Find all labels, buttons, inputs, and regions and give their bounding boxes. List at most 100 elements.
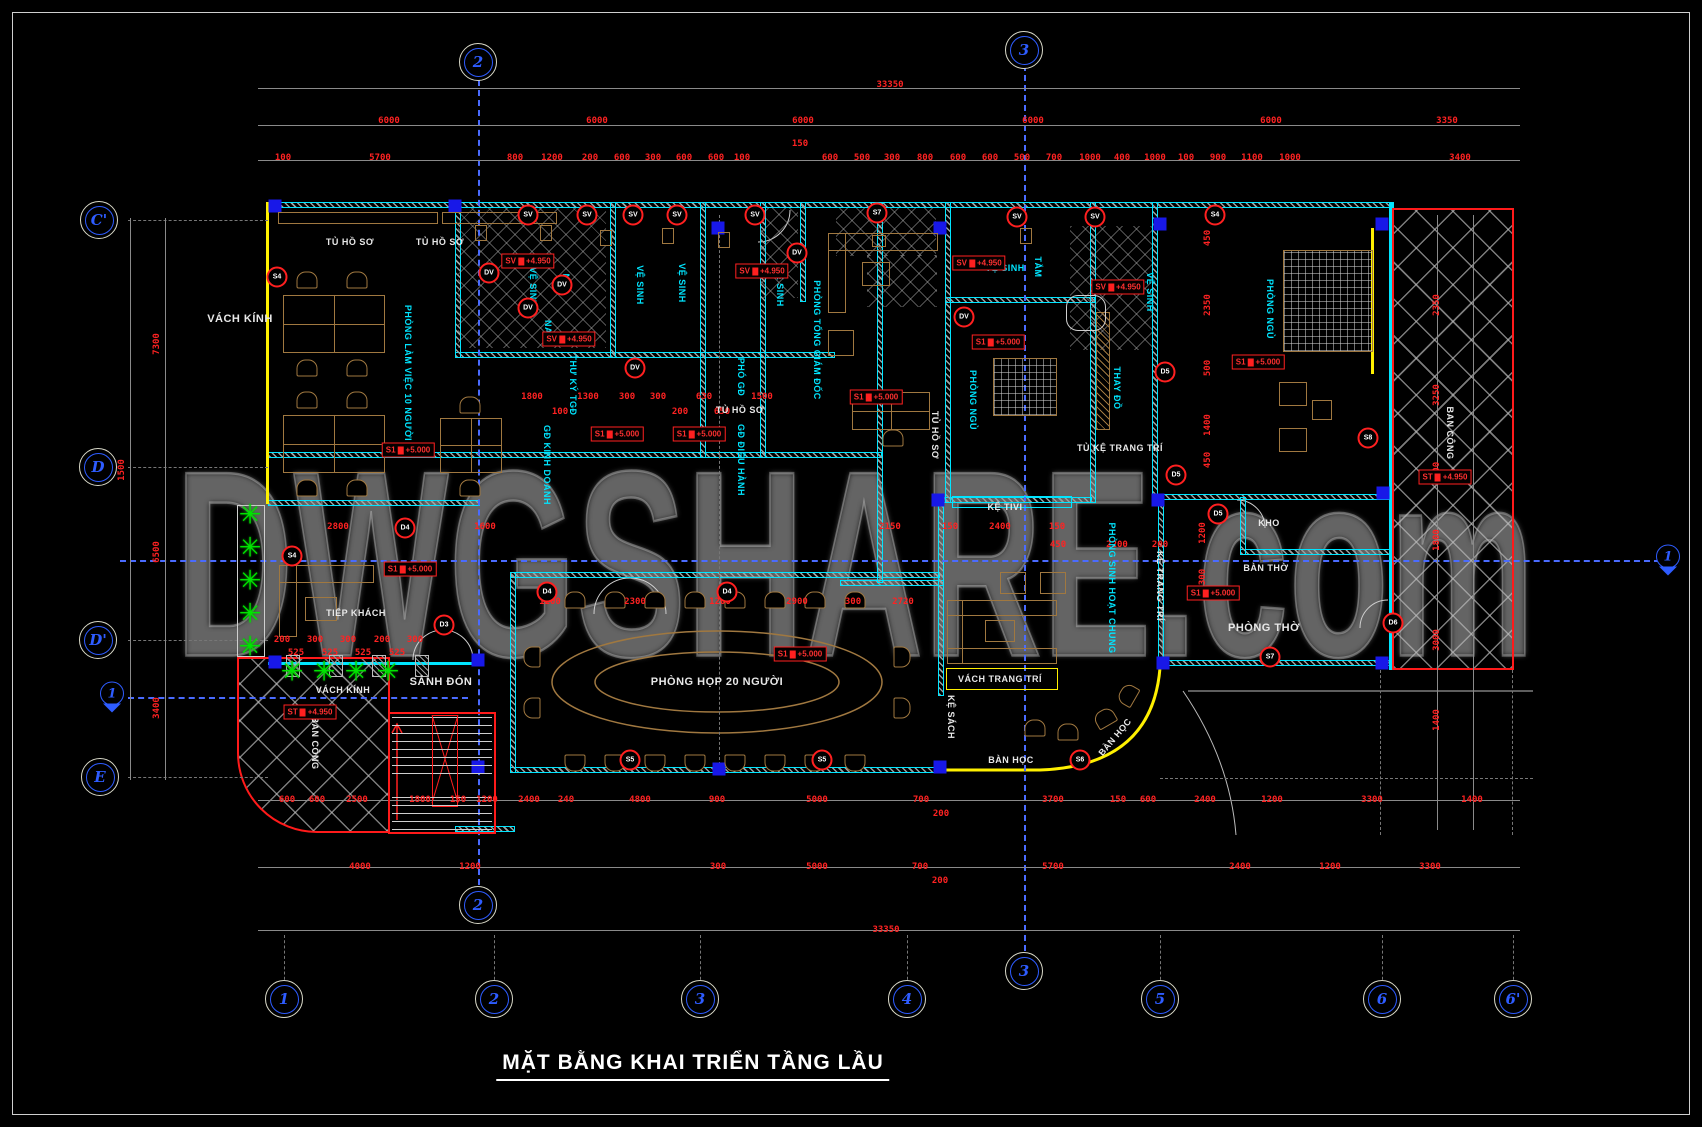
dimension-label: 1600 <box>474 522 496 532</box>
furniture <box>872 235 886 247</box>
dimension-label: 3400 <box>1449 153 1471 163</box>
level-value: +5.000 <box>407 564 433 574</box>
level-flag-icon <box>789 650 796 658</box>
furniture <box>286 655 300 677</box>
dimension-label: 450 <box>1203 229 1213 247</box>
dimension-label: 6000 <box>1022 116 1044 126</box>
dimension-label: 200 <box>273 635 291 645</box>
dimension-label: 3250 <box>1432 384 1442 406</box>
column-marker <box>931 493 945 507</box>
level-marker: SV+4.950 <box>735 263 789 279</box>
room-label: VÁCH KÍNH <box>207 313 273 325</box>
wall <box>1090 202 1096 503</box>
level-marker: S1+5.000 <box>849 389 903 405</box>
callout-tag: SV <box>666 204 688 226</box>
furniture <box>1279 428 1307 452</box>
chair <box>1024 719 1046 737</box>
room-label: VỆ SINH <box>1145 272 1155 312</box>
grid-line <box>128 697 468 699</box>
dimension-label: 525 <box>287 648 305 658</box>
conference-chair <box>644 591 666 609</box>
dimension-label: 150 <box>1109 795 1127 805</box>
room-label: BÀN THỜ <box>1243 563 1289 573</box>
callout-tag: DV <box>786 242 808 264</box>
dimension-label: 3300 <box>1419 862 1441 872</box>
grid-line <box>719 215 720 770</box>
bathtub <box>1066 295 1106 331</box>
chair <box>459 396 481 414</box>
dimension-label: 450 <box>1049 540 1067 550</box>
axis-bubble: 3 <box>1005 952 1043 990</box>
dimension-label: 300 <box>844 597 862 607</box>
dimension-label: 1000 <box>1144 153 1166 163</box>
axis-bubble: 1 <box>265 980 303 1018</box>
level-id: S1 <box>853 392 864 402</box>
level-id: SV <box>546 334 557 344</box>
dimension-label: 3700 <box>1042 795 1064 805</box>
plan-path <box>1182 690 1237 836</box>
furniture <box>372 655 386 677</box>
grid-line <box>128 640 268 641</box>
level-marker: S1+5.000 <box>1186 585 1240 601</box>
axis-bubble: 6 <box>1363 980 1401 1018</box>
dimension-label: 100 <box>1177 153 1195 163</box>
grid-line <box>700 935 701 985</box>
room-label: VỆ SINH <box>677 263 687 303</box>
grid-line <box>258 160 1520 161</box>
level-marker: S1+5.000 <box>971 334 1025 350</box>
room-label: PHÒNG TỔNG GIÁM ĐỐC <box>812 280 822 400</box>
axis-bubble: 2 <box>475 980 513 1018</box>
dimension-label: 2800 <box>327 522 349 532</box>
level-value: +5.000 <box>1255 357 1281 367</box>
section-arrow-icon <box>103 703 121 713</box>
dimension-label: 3400 <box>152 697 162 719</box>
conference-chair <box>523 646 541 668</box>
level-marker: S1+5.000 <box>590 426 644 442</box>
dimension-label: 800 <box>916 153 934 163</box>
column-marker <box>448 199 462 213</box>
furniture <box>947 600 1057 616</box>
room-label: TẮM <box>1033 256 1043 278</box>
dimension-label: 2500 <box>346 795 368 805</box>
dimension-label: 300 <box>618 392 636 402</box>
level-flag-icon <box>688 430 695 438</box>
furniture <box>985 620 1015 642</box>
callout-tag: SV <box>622 204 644 226</box>
axis-bubble-label: 2 <box>479 984 509 1014</box>
stair-treads <box>392 716 492 774</box>
grid-line <box>120 560 1660 562</box>
level-flag-icon <box>517 257 524 265</box>
furniture <box>1283 250 1373 352</box>
callout-tag: SV <box>517 204 539 226</box>
callout-tag: S8 <box>1357 427 1379 449</box>
column-marker <box>933 221 947 235</box>
level-id: S1 <box>1190 588 1201 598</box>
axis-bubble: 2 <box>459 886 497 924</box>
axis-bubble-label: 3 <box>1009 956 1039 986</box>
dimension-label: 500 <box>1013 153 1031 163</box>
dimension-label: 600 <box>675 153 693 163</box>
level-flag-icon <box>987 338 994 346</box>
furniture <box>475 225 487 241</box>
level-marker: S1+5.000 <box>672 426 726 442</box>
dimension-label: 1800 <box>1432 529 1442 551</box>
column-marker <box>933 760 947 774</box>
dimension-label: 1200 <box>709 597 731 607</box>
plan-path <box>1359 599 1389 629</box>
dimension-label: 1500 <box>117 459 127 481</box>
level-id: S1 <box>387 564 398 574</box>
room-label: TIẾP KHÁCH <box>326 608 386 618</box>
dimension-label: 6000 <box>586 116 608 126</box>
dimension-label: 4800 <box>629 795 651 805</box>
chair <box>1057 723 1079 741</box>
callout-tag: SV <box>1084 206 1106 228</box>
dimension-label: 2350 <box>1432 294 1442 316</box>
column-marker <box>1375 217 1389 231</box>
room-label: TỦ HỒ SƠ <box>325 237 375 247</box>
callout-tag: D6 <box>1382 612 1404 634</box>
dimension-label: 2720 <box>892 597 914 607</box>
drawing-title: MẶT BẰNG KHAI TRIỂN TẦNG LẦU <box>496 1051 890 1081</box>
conference-chair <box>844 754 866 772</box>
axis-bubble-label: 2 <box>463 47 493 77</box>
